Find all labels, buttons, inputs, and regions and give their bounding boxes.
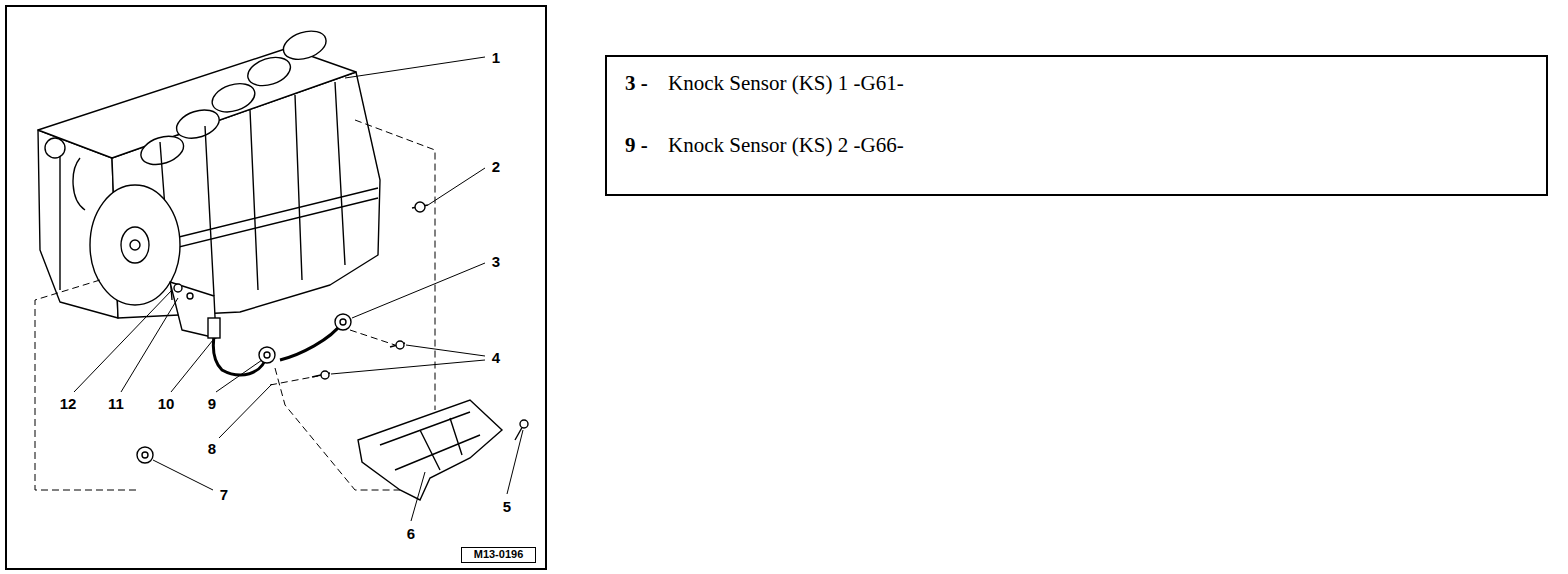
sensor-wire xyxy=(280,322,343,360)
leader-line xyxy=(219,384,272,438)
bracket-bolt xyxy=(174,284,182,292)
callout-number: 4 xyxy=(492,349,500,366)
item-description: Knock Sensor (KS) 1 -G61- xyxy=(668,71,904,95)
bore xyxy=(173,105,223,143)
leader-line xyxy=(411,472,425,521)
item-number: 3 - xyxy=(625,71,648,95)
plug-core xyxy=(142,452,148,458)
guard-plate xyxy=(358,400,502,500)
callout-number: 7 xyxy=(220,486,228,503)
bore xyxy=(244,52,294,90)
bolt-head xyxy=(520,420,528,428)
leader-lines xyxy=(74,57,523,521)
rib-lines xyxy=(160,82,345,300)
callout-number: 8 xyxy=(208,440,216,457)
bracket-bolt xyxy=(187,293,193,299)
guard-ribs xyxy=(380,412,480,470)
dashed-line xyxy=(275,368,400,490)
figure-id-box: M13-0196 xyxy=(461,547,536,563)
dashed-line xyxy=(355,120,435,410)
callout-number: 1 xyxy=(492,49,500,66)
leader-line xyxy=(153,460,213,490)
leader-line xyxy=(507,430,523,494)
dashed-line xyxy=(270,330,395,385)
dashed-line xyxy=(35,280,138,490)
bore xyxy=(280,26,330,64)
knock-sensors xyxy=(208,314,351,375)
assembly-lines xyxy=(35,120,435,490)
callout-number: 2 xyxy=(492,158,500,175)
knock-sensor-2-core xyxy=(264,352,270,358)
leader-line xyxy=(171,340,213,392)
legend-box: 3 - Knock Sensor (KS) 1 -G61- 9 - Knock Sen… xyxy=(605,55,1548,196)
callout-number: 6 xyxy=(407,525,415,542)
plug xyxy=(137,447,153,463)
leader-line xyxy=(331,345,485,374)
callout-number: 11 xyxy=(108,395,124,412)
connector xyxy=(208,318,220,338)
callout-number: 3 xyxy=(492,253,500,270)
bolt-head xyxy=(396,341,404,349)
leader-line xyxy=(345,57,485,78)
item-description: Knock Sensor (KS) 2 -G66- xyxy=(668,133,904,157)
knock-sensor-1 xyxy=(335,314,351,330)
bore-end xyxy=(45,138,65,158)
knock-sensor-1-core xyxy=(340,319,346,325)
frame xyxy=(6,6,546,569)
callout-number: 5 xyxy=(503,498,511,515)
illustration-frame xyxy=(6,6,546,569)
hub-centre xyxy=(130,240,140,250)
guard xyxy=(358,400,502,500)
bolt-head xyxy=(321,371,329,379)
figure-id: M13-0196 xyxy=(462,548,535,561)
end-face-detail xyxy=(60,150,85,290)
cylinder-bores xyxy=(120,26,347,169)
callout-number: 9 xyxy=(208,395,216,412)
block-deck xyxy=(38,48,356,158)
item-number: 9 - xyxy=(625,133,648,157)
leader-line xyxy=(428,168,485,205)
callout-number: 12 xyxy=(60,395,77,412)
leader-line xyxy=(74,290,172,392)
cylinder-block xyxy=(38,26,380,338)
bore xyxy=(209,79,259,117)
bolt-head xyxy=(415,202,425,212)
leader-line xyxy=(352,263,485,318)
leader-line xyxy=(216,360,262,392)
callout-number: 10 xyxy=(158,395,175,412)
leader-line xyxy=(121,298,178,392)
drive-plate xyxy=(90,185,180,305)
drive-plate-hub xyxy=(121,227,149,263)
